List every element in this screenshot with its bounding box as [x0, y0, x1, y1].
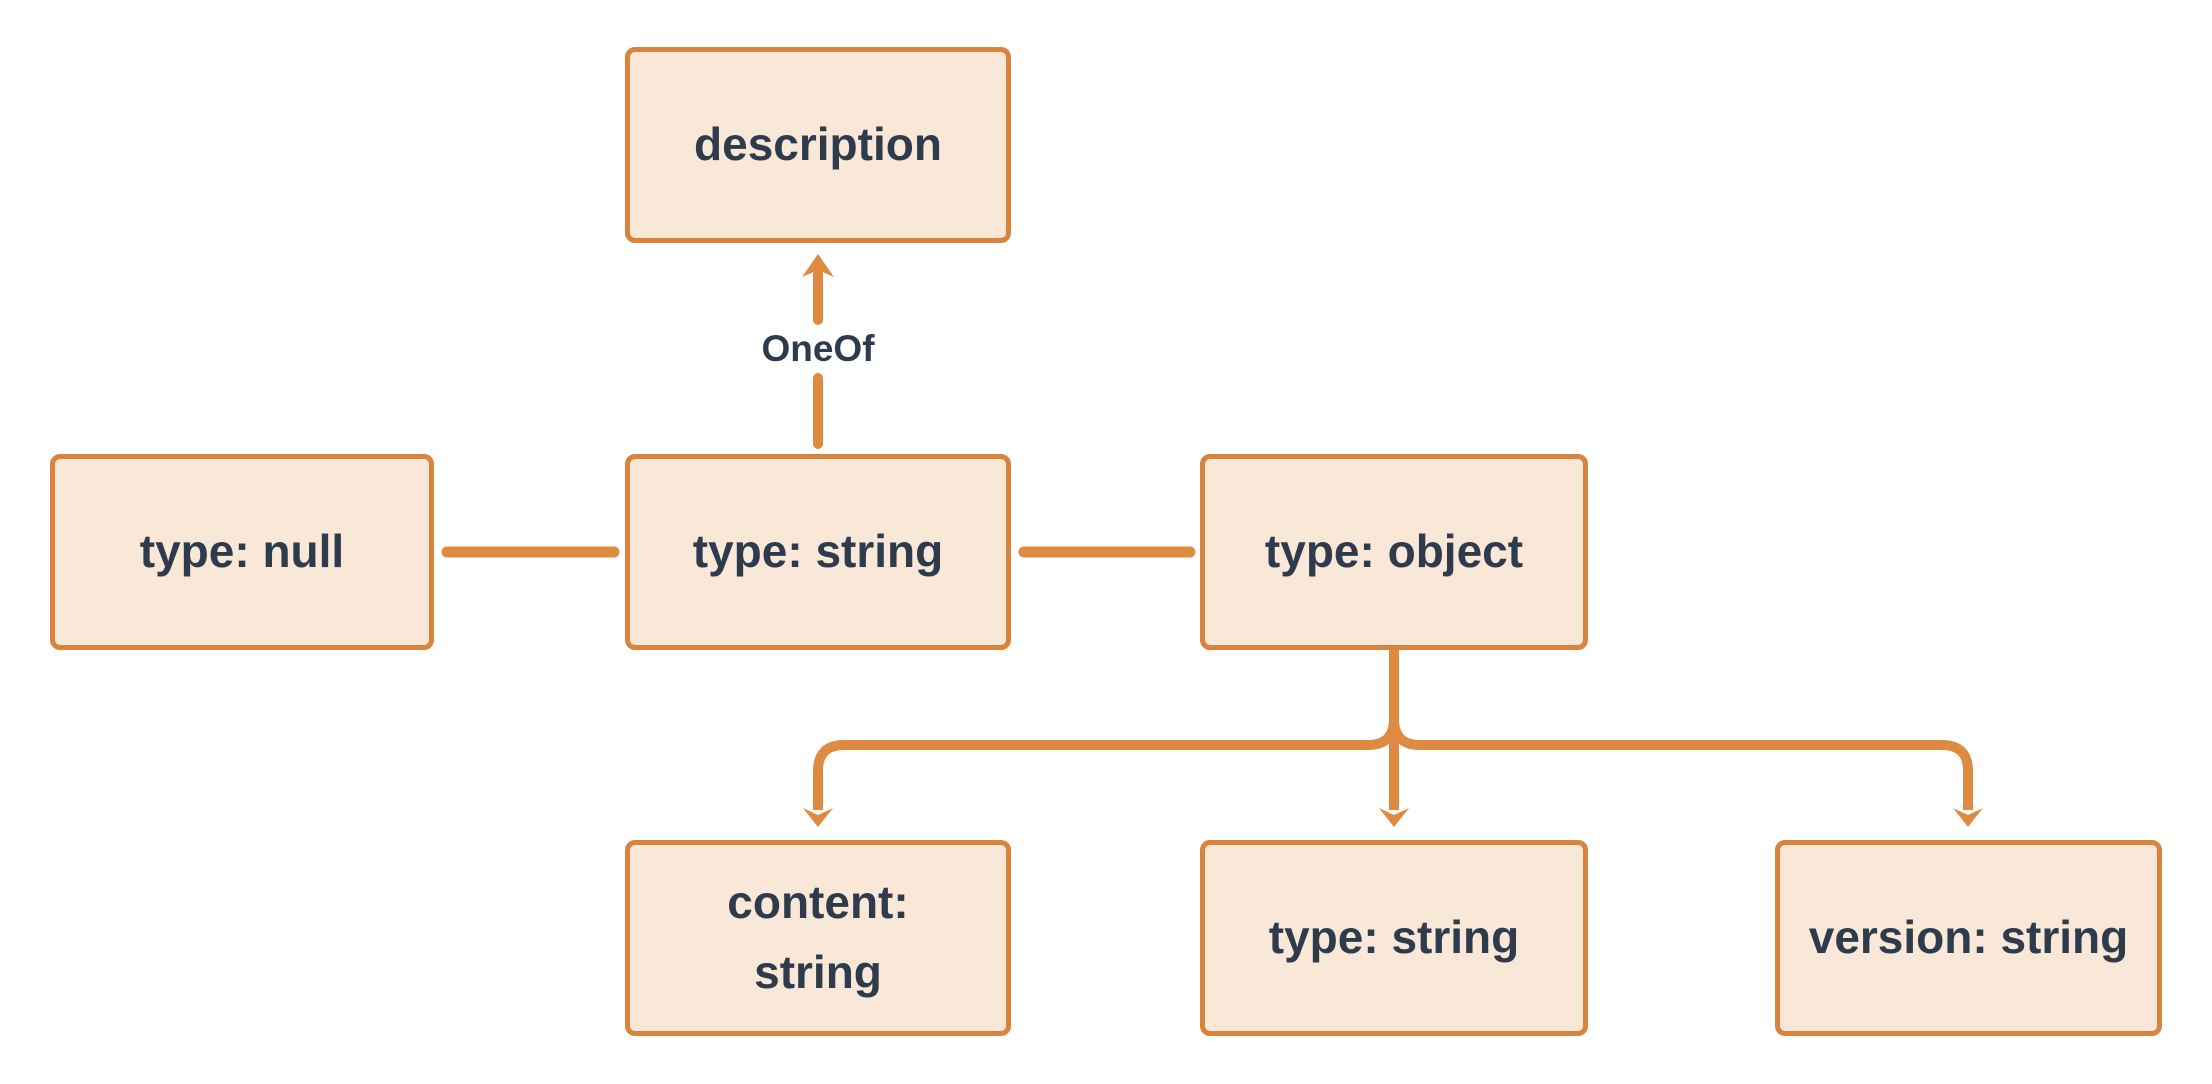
node-type-string-bottom-label: type: string — [1268, 911, 1520, 964]
node-version-string: version: string — [1775, 840, 2162, 1036]
node-description-label: description — [694, 118, 942, 171]
node-type-null: type: null — [50, 454, 434, 650]
node-content-string: content: string — [625, 840, 1011, 1036]
node-type-string-bottom: type: string — [1200, 840, 1588, 1036]
node-type-object-label: type: object — [1264, 525, 1524, 578]
branch-left — [813, 650, 1399, 810]
node-type-string-mid-label: type: string — [692, 525, 944, 578]
arrowhead-up-icon — [802, 254, 834, 277]
arrowhead-down-middle-icon — [1379, 808, 1409, 827]
arrowhead-down-right-icon — [1953, 808, 1983, 827]
node-type-object: type: object — [1200, 454, 1588, 650]
node-description: description — [625, 47, 1011, 243]
arrowhead-down-left-icon — [803, 808, 833, 827]
node-content-string-label-line2: string — [754, 946, 882, 998]
node-type-string-mid: type: string — [625, 454, 1011, 650]
node-version-string-label: version: string — [1808, 911, 2129, 964]
edge-label-oneof: OneOf — [757, 328, 879, 370]
node-content-string-label-line1: content: — [727, 876, 909, 929]
node-type-null-label: type: null — [139, 525, 345, 578]
branch-right — [1389, 650, 1973, 810]
